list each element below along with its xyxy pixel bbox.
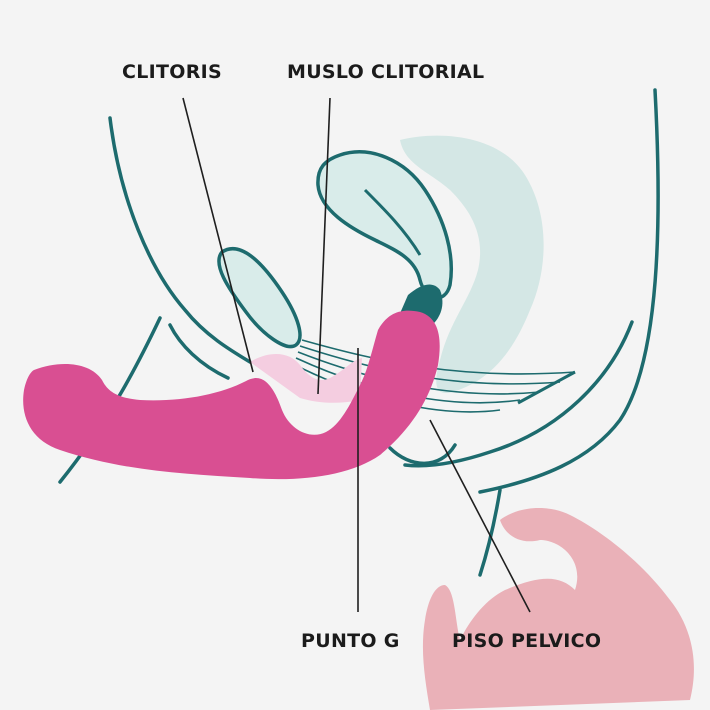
clitoral-body [217,246,302,349]
label-clitoris: CLITORIS [122,61,223,83]
pointer-clitoris [182,97,254,373]
leg-line-left [58,316,162,484]
bladder-inner-line [363,188,422,256]
toy-light-part [250,354,362,403]
pointer-lines [182,97,531,613]
leg-line-bottom [478,488,502,577]
bladder-shape [316,150,454,300]
body-right-outline [478,88,660,494]
leg-line-inner [168,323,230,380]
label-piso-pelvico: PISO PELVICO [452,630,602,652]
label-punto-g: PUNTO G [301,630,400,652]
pointer-piso [429,419,531,613]
thigh-outline [108,116,252,364]
label-muslo-clitorial: MUSLO CLITORIAL [287,61,485,83]
anatomy-outlines [58,88,660,577]
pointer-muslo [317,97,331,395]
toy-main-body [23,310,440,480]
rectum-shape [400,135,544,393]
perineum-outline [403,320,634,468]
perineum-lower [388,443,457,466]
brand-watermark [422,508,694,710]
